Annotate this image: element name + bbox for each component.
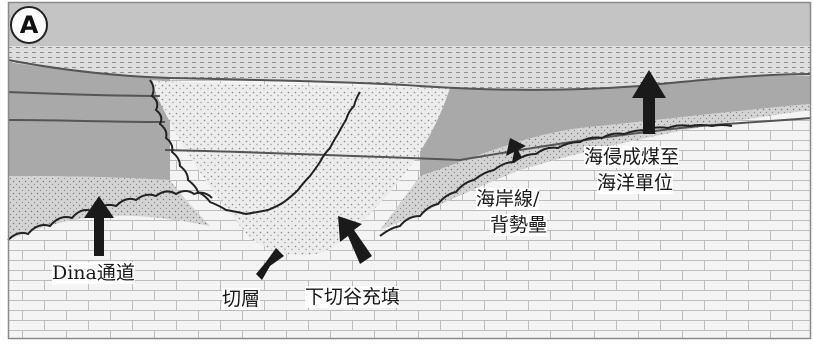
label-transgressive-line1: 海侵成煤至 [584,146,680,169]
arrow-valley-fill [338,216,372,264]
contact-left-1 [7,91,161,97]
label-shoreline-line2: 背勢壘 [490,214,548,237]
arrow-transgressive [632,70,666,134]
contact-mid [164,149,461,161]
valley-erosion-surface [149,79,361,216]
lower-sequence-boundary [7,190,213,241]
figure-frame [7,1,812,340]
arrow-dina-channel [84,196,114,256]
shoreline-barrier-wedge [380,104,811,230]
shale-band-right [420,75,811,176]
transgressive-surface [379,124,733,237]
panel-label: A [10,6,48,44]
contact-left-2 [7,119,166,123]
label-dina-channel: Dina通道 [52,262,135,285]
arrow-shoreline [506,138,526,162]
label-cut-layer: 切層 [222,288,261,311]
incised-valley-fill [150,80,450,256]
label-shoreline-line1: 海岸線/ [476,188,540,211]
arrow-cut-layer [256,248,284,280]
label-transgressive-line2: 海洋單位 [597,172,674,195]
contact-top [7,59,812,91]
sky-band [8,2,811,46]
sand-wedge-left [8,176,210,240]
label-incised-valley-fill: 下切谷充填 [305,286,401,309]
